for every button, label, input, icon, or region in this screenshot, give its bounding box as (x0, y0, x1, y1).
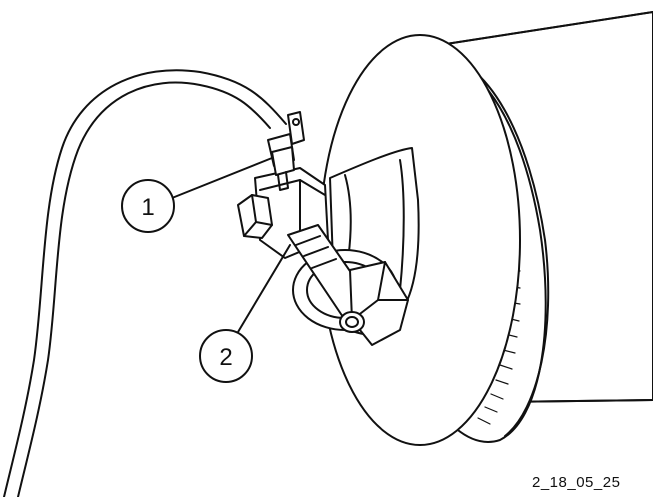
callout-1: 1 (121, 157, 273, 233)
line-fitting (267, 111, 305, 191)
callout-2: 2 (199, 244, 291, 383)
callout-2-label: 2 (219, 344, 232, 371)
callout-1-label: 1 (141, 194, 154, 221)
brake-line-tube (3, 69, 287, 497)
figure-code: 2_18_05_25 (532, 474, 621, 491)
adjuster-stem (287, 224, 409, 346)
